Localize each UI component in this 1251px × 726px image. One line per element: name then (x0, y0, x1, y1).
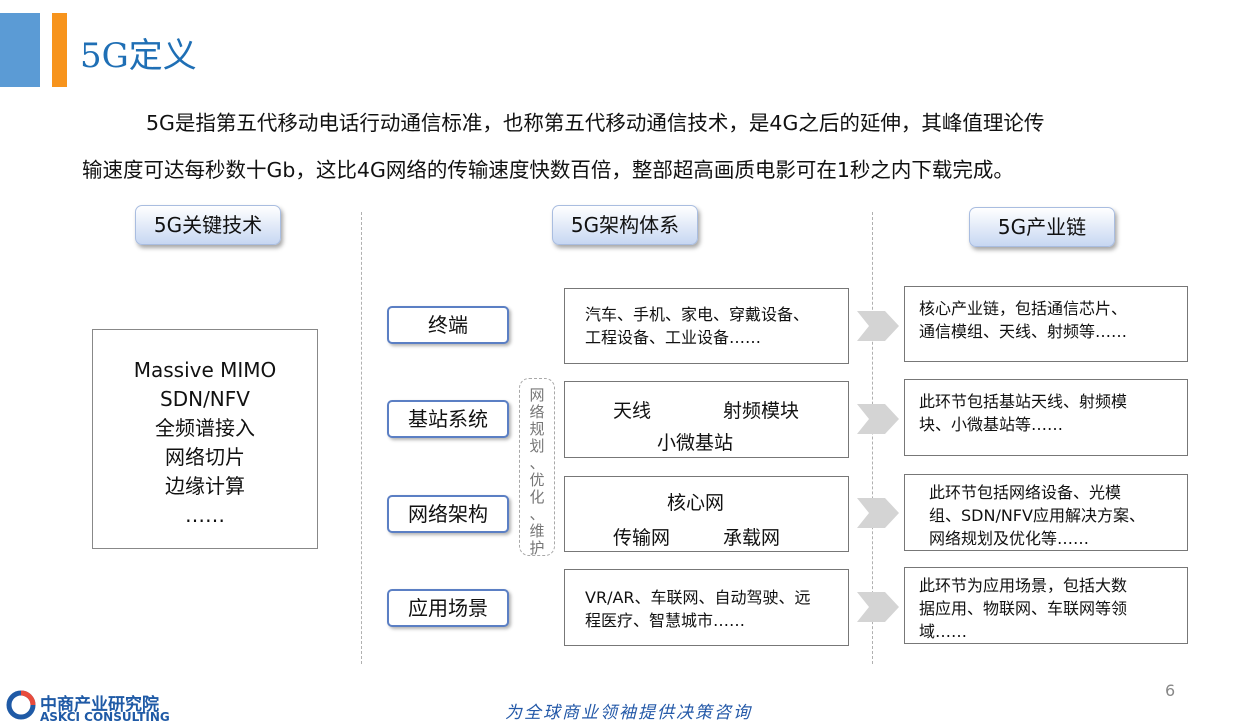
row-label-terminal: 终端 (387, 306, 509, 344)
page-number: 6 (1165, 681, 1176, 700)
application-content-box: VR/AR、车联网、自动驾驶、远 程医疗、智慧城市…… (564, 569, 849, 646)
company-logo-icon (6, 690, 36, 720)
terminal-content-box: 汽车、手机、家电、穿戴设备、 工程设备、工业设备…… (564, 288, 849, 364)
row-label-base-station: 基站系统 (387, 400, 509, 438)
intro-paragraph: 5G是指第五代移动电话行动通信标准，也称第五代移动通信技术，是4G之后的延伸，其… (82, 100, 1202, 194)
row-label-application: 应用场景 (387, 589, 509, 627)
chain-box-application: 此环节为应用场景，包括大数 据应用、物联网、车联网等领 域…… (904, 567, 1188, 644)
chain-box-base-station: 此环节包括基站天线、射频模 块、小微基站等…… (904, 379, 1188, 456)
row-label-network-architecture: 网络架构 (387, 495, 509, 533)
key-tech-box: Massive MIMO SDN/NFV 全频谱接入 网络切片 边缘计算 …… (92, 329, 318, 549)
key-tech-item: 边缘计算 (165, 474, 245, 498)
key-tech-item: 全频谱接入 (155, 416, 255, 440)
intro-line-2: 输速度可达每秒数十Gb，这比4G网络的传输速度快数百倍，整部超高画质电影可在1秒… (82, 158, 1014, 182)
column-divider-left (361, 212, 362, 664)
architecture-header: 5G架构体系 (552, 205, 698, 245)
industry-chain-header: 5G产业链 (969, 207, 1115, 247)
header-accent-bar-orange (52, 13, 67, 87)
chain-box-network-architecture: 此环节包括网络设备、光模 组、SDN/NFV应用解决方案、 网络规划及优化等…… (904, 474, 1188, 551)
key-tech-header: 5G关键技术 (135, 205, 281, 245)
chevron-right-icon (857, 404, 899, 434)
key-tech-item: SDN/NFV (160, 387, 250, 411)
company-logo-cn: 中商产业研究院 (40, 695, 159, 715)
company-logo-en: ASKCI CONSULTING (40, 710, 170, 724)
network-architecture-content-box: 核心网 传输网 承载网 (564, 476, 849, 552)
footer-slogan: 为全球商业领袖提供决策咨询 (505, 703, 752, 723)
network-planning-note: 网 络 规 划 、 优 化 、 维 护 (519, 378, 555, 557)
header-accent-bar-blue (0, 13, 40, 87)
key-tech-item: Massive MIMO (133, 358, 277, 382)
chevron-right-icon (857, 311, 899, 341)
key-tech-item: …… (185, 503, 225, 527)
chain-box-terminal: 核心产业链，包括通信芯片、 通信模组、天线、射频等…… (904, 286, 1188, 362)
intro-line-1: 5G是指第五代移动电话行动通信标准，也称第五代移动通信技术，是4G之后的延伸，其… (146, 111, 1045, 135)
chevron-right-icon (857, 498, 899, 528)
key-tech-item: 网络切片 (165, 445, 245, 469)
page-title: 5G定义 (80, 36, 197, 76)
base-station-content-box: 天线 射频模块 小微基站 (564, 381, 849, 458)
chevron-right-icon (857, 592, 899, 622)
column-divider-right (872, 212, 873, 664)
